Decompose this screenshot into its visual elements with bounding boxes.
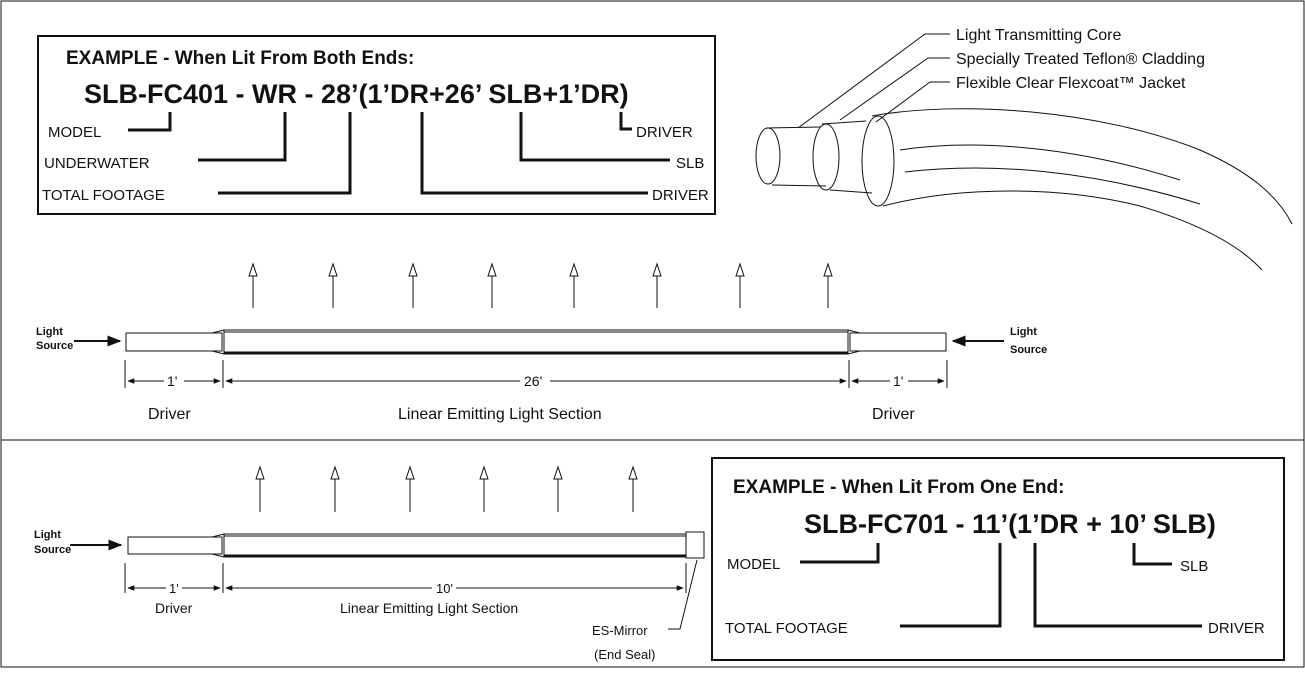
leader-cladding <box>839 57 950 121</box>
top-emitting-section <box>223 329 849 355</box>
top-dim-right: 1' <box>893 373 903 389</box>
leader-total-footage <box>218 112 352 195</box>
top-label-section: Linear Emitting Light Section <box>398 406 602 423</box>
bottom-emission-arrow-4 <box>479 465 489 512</box>
top-emission-arrow-8 <box>823 262 833 308</box>
bottom-emission-arrow-3 <box>405 465 415 512</box>
jacket-top-edge <box>871 108 1293 225</box>
bottom-example-box: EXAMPLE - When Lit From One End: SLB-FC7… <box>711 457 1285 661</box>
cable-core-label: Light Transmitting Core <box>956 27 1122 44</box>
top-label-driver-right: Driver <box>872 406 915 423</box>
label-driver-start: DRIVER <box>652 187 709 204</box>
top-emission-arrows <box>248 262 833 308</box>
bottom-example-heading: EXAMPLE - When Lit From One End: <box>733 477 1064 498</box>
es-mirror-cap <box>685 531 705 559</box>
bottom-cable-diagram: Light Source 1' 10' Driver Linear Emitti… <box>34 529 705 662</box>
top-light-source-left-1: Light <box>36 326 63 338</box>
label-slb: SLB <box>676 155 704 172</box>
es-mirror-sublabel: (End Seal) <box>594 647 655 662</box>
cable-illustration: Light Transmitting Core Specially Treate… <box>755 27 1293 271</box>
leader-driver-start <box>420 112 648 195</box>
top-emission-arrow-5 <box>569 262 579 308</box>
top-light-source-left-2: Source <box>36 340 73 352</box>
cladding-end <box>812 123 840 191</box>
top-emission-arrow-1 <box>248 262 258 308</box>
leader-jacket <box>875 81 950 123</box>
bottom-label-driver: Driver <box>155 600 193 616</box>
bottom-label-model: MODEL <box>727 556 780 573</box>
bottom-emission-arrow-5 <box>553 465 563 512</box>
top-dim-middle: 26' <box>524 373 542 389</box>
top-emission-arrow-6 <box>652 262 662 308</box>
es-mirror-label: ES-Mirror <box>592 623 648 638</box>
bottom-leader-model <box>800 543 880 564</box>
leader-driver-end <box>619 112 632 131</box>
top-example-box: EXAMPLE - When Lit From Both Ends: SLB-F… <box>37 35 716 215</box>
bottom-light-source-1: Light <box>34 529 61 541</box>
bottom-light-source-2: Source <box>34 544 71 556</box>
core-end <box>755 127 781 185</box>
top-dim-left: 1' <box>167 373 177 389</box>
top-light-source-right-2: Source <box>1010 344 1047 356</box>
bottom-label-total-footage: TOTAL FOOTAGE <box>725 620 848 637</box>
top-emission-arrow-3 <box>408 262 418 308</box>
top-example-code: SLB-FC401 - WR - 28’(1’DR+26’ SLB+1’DR) <box>84 79 629 109</box>
bottom-label-section: Linear Emitting Light Section <box>340 600 518 616</box>
top-emission-arrow-7 <box>735 262 745 308</box>
label-underwater: UNDERWATER <box>44 155 150 172</box>
bottom-label-driver: DRIVER <box>1208 620 1265 637</box>
bottom-driver <box>127 536 223 555</box>
label-model: MODEL <box>48 124 101 141</box>
top-emission-arrow-4 <box>487 262 497 308</box>
bottom-emission-arrow-2 <box>330 465 340 512</box>
bottom-example-code: SLB-FC701 - 11’(1’DR + 10’ SLB) <box>804 509 1216 539</box>
bottom-emission-arrows <box>255 465 638 512</box>
jacket-bottom-edge <box>882 190 1263 271</box>
label-total-footage: TOTAL FOOTAGE <box>42 187 165 204</box>
top-light-source-right-1: Light <box>1010 326 1037 338</box>
top-driver-right <box>849 332 947 352</box>
bottom-emission-arrow-6 <box>628 465 638 512</box>
top-driver-left <box>125 332 223 352</box>
label-driver-end: DRIVER <box>636 124 693 141</box>
jacket-end <box>861 115 895 207</box>
leader-model <box>128 112 172 132</box>
cable-cladding-label: Specially Treated Teflon® Cladding <box>956 51 1205 68</box>
cable-jacket-label: Flexible Clear Flexcoat™ Jacket <box>956 75 1186 92</box>
bottom-emitting-section <box>223 533 687 558</box>
bottom-dim-middle: 10' <box>436 581 453 596</box>
es-mirror-leader <box>668 559 698 630</box>
leader-core <box>797 33 950 129</box>
leader-slb <box>519 112 670 162</box>
top-example-heading: EXAMPLE - When Lit From Both Ends: <box>66 48 414 69</box>
bottom-leader-total-footage <box>900 543 1002 628</box>
top-label-driver-left: Driver <box>148 406 191 423</box>
bottom-leader-slb <box>1132 543 1172 566</box>
top-emission-arrow-2 <box>328 262 338 308</box>
bottom-emission-arrow-1 <box>255 465 265 512</box>
bottom-label-slb: SLB <box>1180 558 1208 575</box>
top-cable-diagram: Light Source Light Source 1' 26' 1' Driv… <box>36 326 1047 423</box>
leader-underwater <box>198 112 287 162</box>
bottom-dim-left: 1' <box>169 581 179 596</box>
bottom-leader-driver <box>1033 543 1202 628</box>
